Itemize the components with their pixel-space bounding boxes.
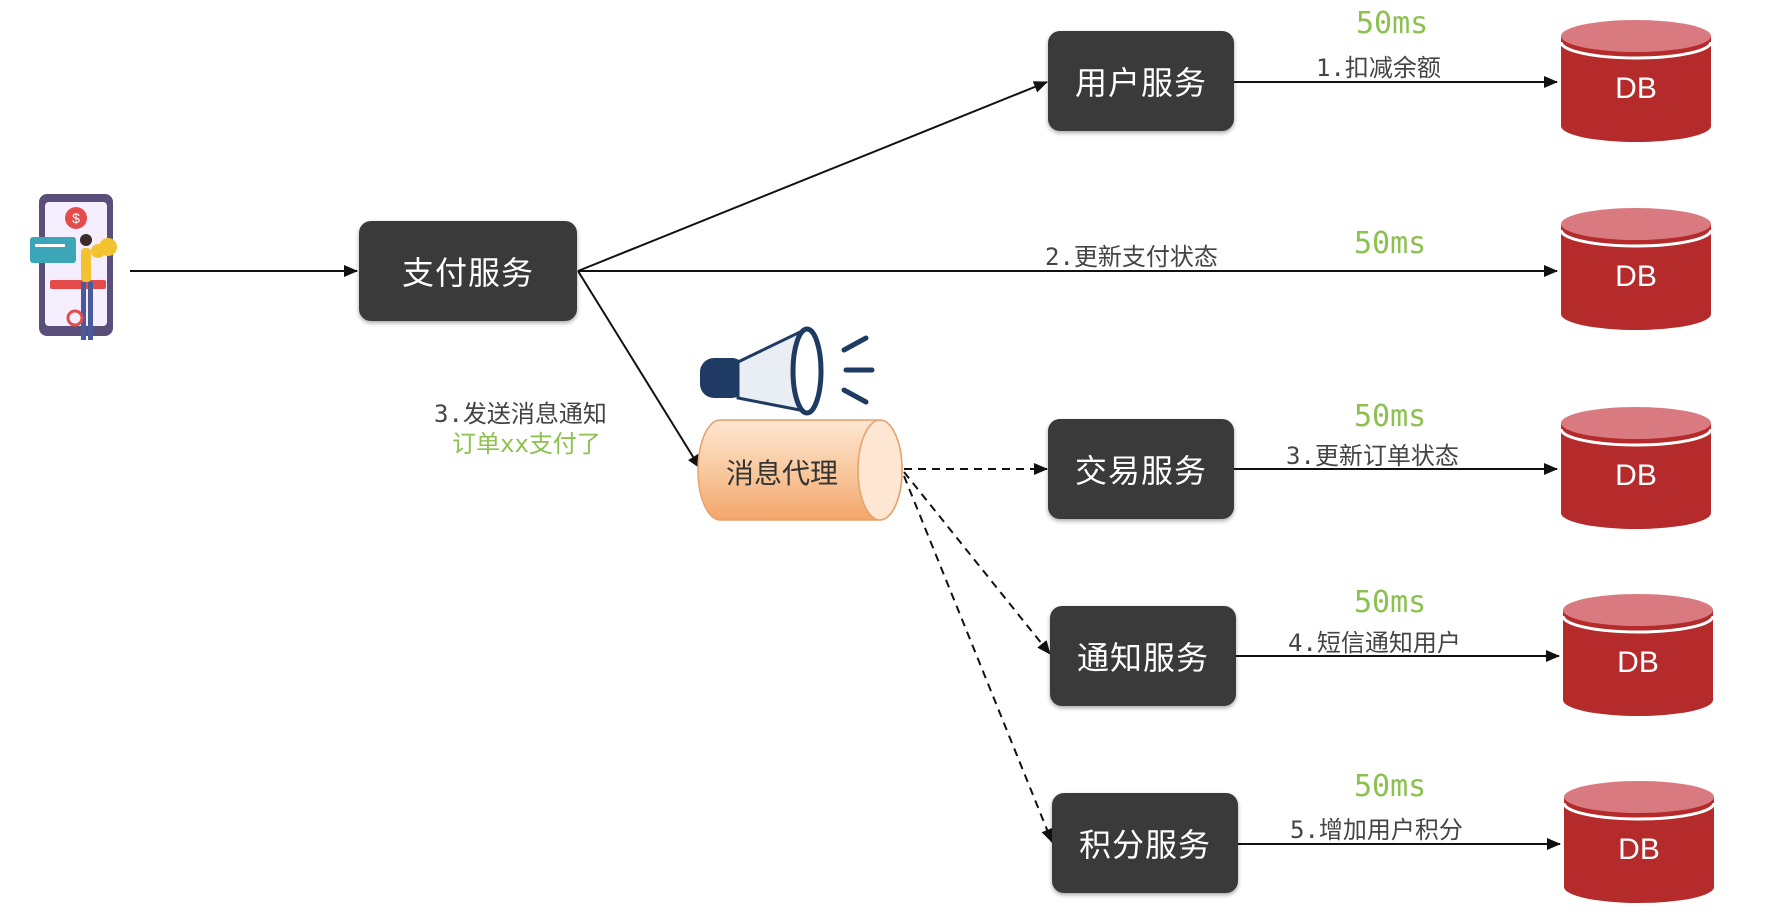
db-label: DB <box>1615 260 1657 293</box>
database-icon <box>1562 781 1716 903</box>
user-service-node: 用户服务 <box>1048 31 1234 131</box>
edge-label-order-paid: 订单xx支付了 <box>452 430 601 458</box>
edge-label-send-notification: 3.发送消息通知 <box>434 400 607 428</box>
edge-broker-to-notify <box>903 471 1051 655</box>
trade-service-label: 交易服务 <box>1074 452 1207 490</box>
edge-label-update-payment-status: 2.更新支付状态 <box>1045 243 1218 271</box>
db-payment: DB <box>1561 208 1711 330</box>
latency-label: 50ms <box>1354 399 1427 434</box>
latency-label: 50ms <box>1354 769 1427 804</box>
db-label: DB <box>1618 833 1660 866</box>
points-service-node: 积分服务 <box>1052 793 1238 893</box>
notify-service-node: 通知服务 <box>1050 606 1236 706</box>
mobile-payment-icon: $ <box>30 194 117 340</box>
latency-label: 50ms <box>1356 6 1429 41</box>
database-icon <box>1561 594 1715 716</box>
db-label: DB <box>1617 646 1659 679</box>
db-notify: DB <box>1563 594 1713 716</box>
notify-service-label: 通知服务 <box>1076 639 1209 677</box>
database-icon <box>1559 20 1713 142</box>
message-broker-cylinder <box>697 419 903 521</box>
payment-service-node: 支付服务 <box>359 221 577 321</box>
svg-text:$: $ <box>72 210 80 226</box>
edge-label-sms-notify-user: 4.短信通知用户 <box>1288 629 1461 657</box>
edge-label-add-user-points: 5.增加用户积分 <box>1290 816 1463 844</box>
db-trade: DB <box>1561 407 1711 529</box>
database-icon <box>1559 208 1713 330</box>
payment-service-label: 支付服务 <box>401 254 534 292</box>
db-label: DB <box>1615 72 1657 105</box>
edge-payment-to-broker <box>577 270 701 469</box>
database-icon <box>1559 407 1713 529</box>
points-service-label: 积分服务 <box>1078 826 1211 864</box>
latency-label: 50ms <box>1354 585 1427 620</box>
edge-payment-to-user <box>577 81 1048 272</box>
db-user: DB <box>1561 20 1711 142</box>
edge-label-deduct-balance: 1.扣减余额 <box>1316 54 1441 82</box>
db-points: DB <box>1564 781 1714 903</box>
trade-service-node: 交易服务 <box>1048 419 1234 519</box>
message-broker-label: 消息代理 <box>726 457 839 490</box>
megaphone-icon <box>700 326 875 416</box>
latency-label: 50ms <box>1354 226 1427 261</box>
edge-label-update-order-status: 3.更新订单状态 <box>1286 442 1459 470</box>
db-label: DB <box>1615 459 1657 492</box>
edge-broker-to-points <box>903 475 1053 843</box>
user-service-label: 用户服务 <box>1074 64 1207 102</box>
